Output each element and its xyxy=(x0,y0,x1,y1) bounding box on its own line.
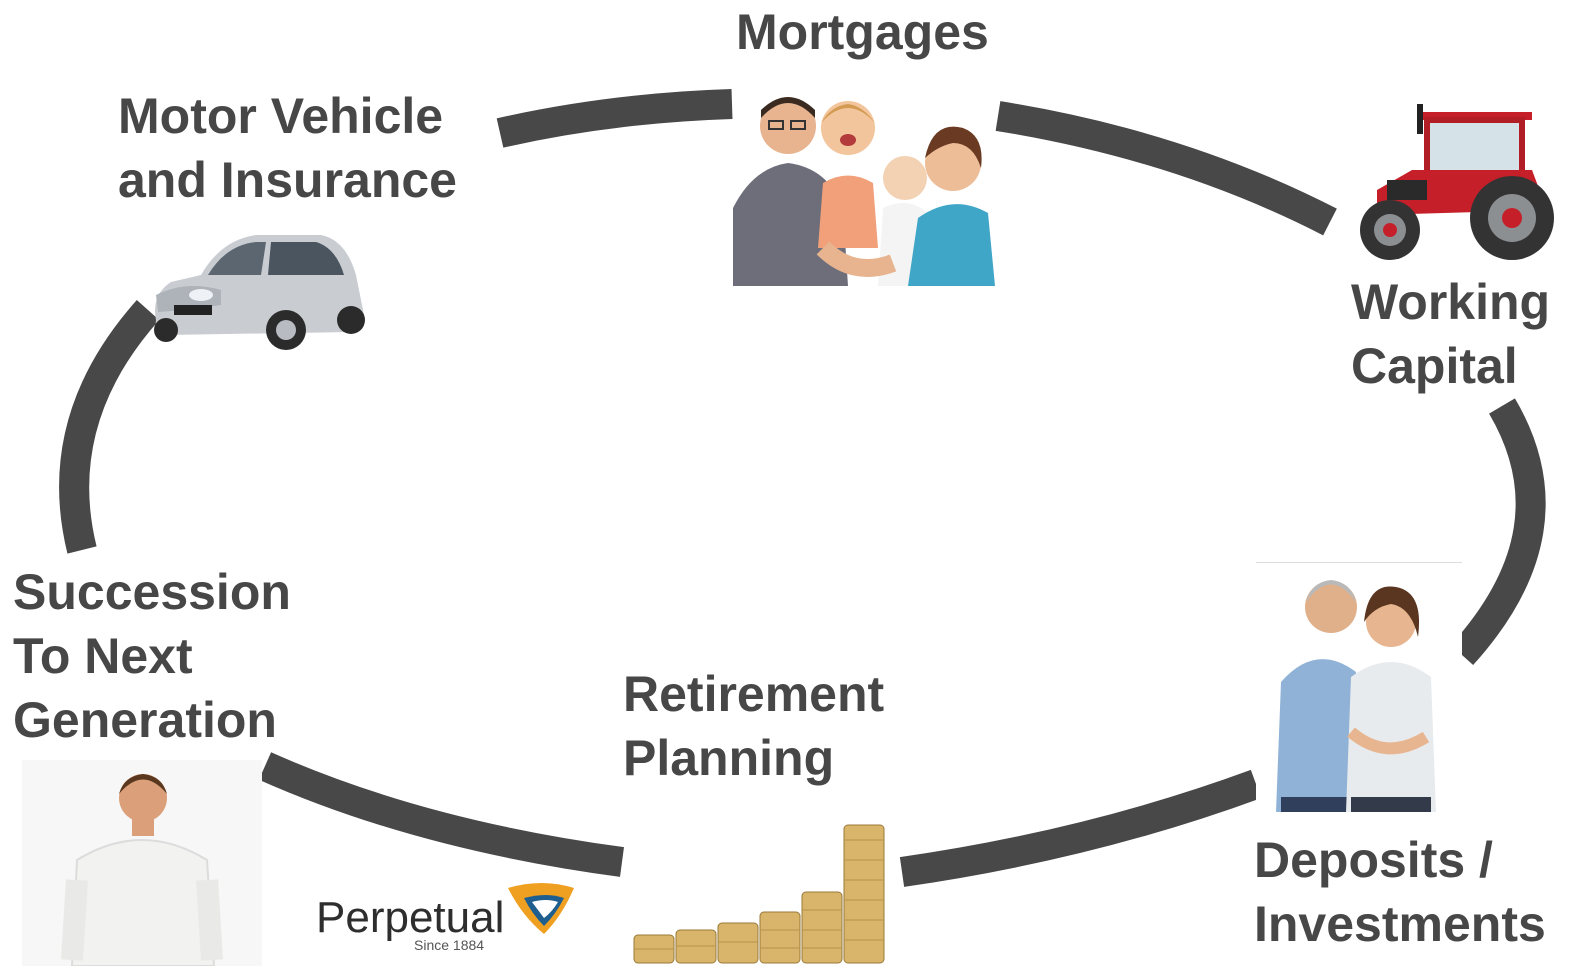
ring-arc-top-right xyxy=(995,101,1337,236)
ring-arc-left xyxy=(59,300,160,554)
label-retirement-planning: Retirement Planning xyxy=(623,666,885,786)
label-motor-vehicle-insurance: Motor Vehicle and Insurance xyxy=(118,88,457,208)
label-succession: Succession To Next Generation xyxy=(13,564,291,748)
car-photo xyxy=(154,235,365,350)
label-mortgages: Mortgages xyxy=(736,4,989,60)
perpetual-logo: Perpetual Since 1884 xyxy=(316,883,574,953)
ring-arc-bottom-left xyxy=(258,752,624,877)
label-deposits-investments: Deposits / Investments xyxy=(1254,832,1546,952)
logo-tagline: Since 1884 xyxy=(414,937,484,953)
ring-arc-bottom-right xyxy=(899,769,1262,887)
young-man-photo xyxy=(22,760,262,966)
ring-arc-top-left xyxy=(496,89,733,148)
label-working-capital: Working Capital xyxy=(1351,274,1551,394)
ring-arc-right xyxy=(1450,398,1546,666)
family-photo xyxy=(733,88,995,286)
tractor-photo xyxy=(1360,104,1554,260)
logo-name: Perpetual xyxy=(316,893,504,942)
couple-photo xyxy=(1256,562,1462,812)
coins-photo xyxy=(633,824,885,964)
